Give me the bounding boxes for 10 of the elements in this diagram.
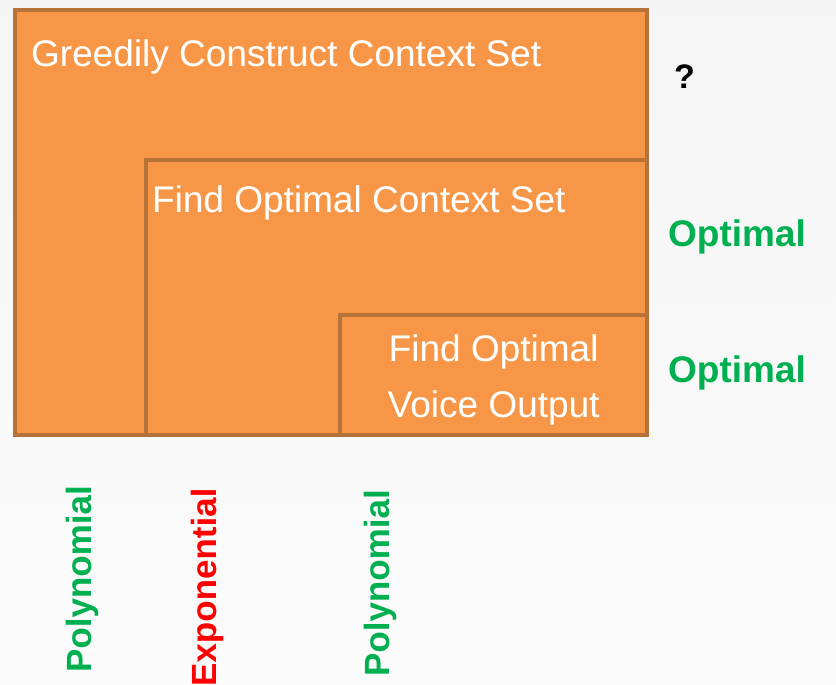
complexity-label: Polynomial <box>358 489 398 676</box>
box-label: Find Optimal Voice Output <box>386 327 600 427</box>
process-box <box>13 8 649 437</box>
complexity-label: Exponential <box>185 488 225 685</box>
box-label: Greedily Construct Context Set <box>31 32 542 76</box>
annotation-label: Optimal <box>668 349 806 391</box>
box-label: Find Optimal Context Set <box>152 178 566 222</box>
annotation-label: Optimal <box>668 213 806 255</box>
complexity-label: Polynomial <box>60 485 100 672</box>
annotation-label: ? <box>674 58 695 97</box>
